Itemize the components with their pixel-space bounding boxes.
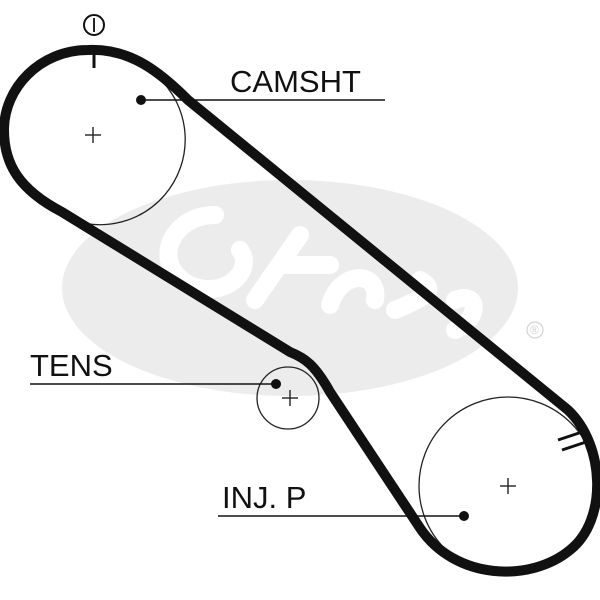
pump-center-cross [500,478,516,494]
trademark-circle [526,321,544,339]
timing-belt [0,44,600,577]
tensioner-pulley [256,366,320,430]
camshaft-label: CAMSHT [230,64,361,99]
pump-timing-tick-2 [561,440,587,452]
watermark-logo [62,180,518,396]
pump-timing-tick-1 [557,430,583,442]
tensioner-center-cross [282,390,298,406]
top-dead-center-mark [83,14,105,36]
injection-pump-label: INJ. P [222,480,306,515]
trademark-symbol: ® [530,323,539,337]
top-dead-center-symbol: I [91,15,97,37]
tensioner-label: TENS [30,348,113,383]
camshaft-center-cross [85,127,101,143]
